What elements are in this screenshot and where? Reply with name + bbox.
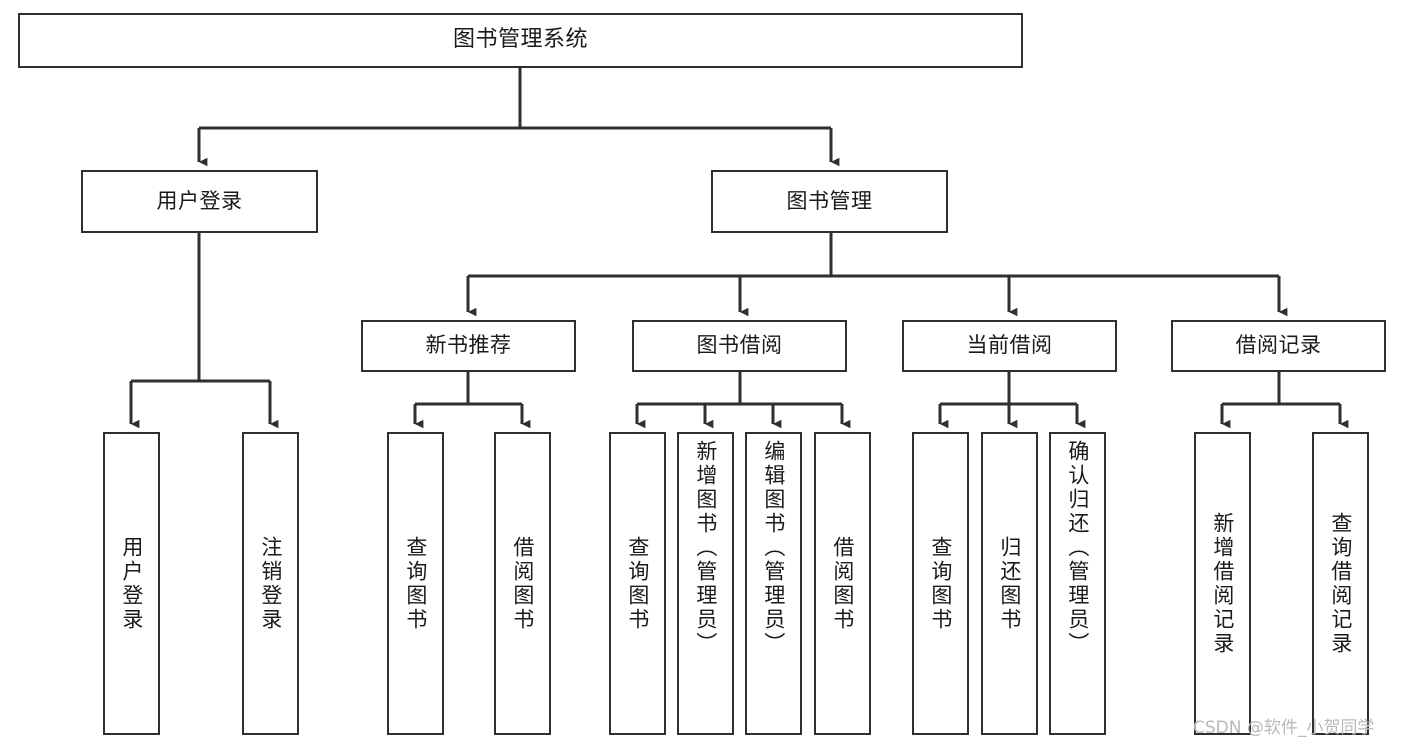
node-label: 用户登录 [156,188,243,213]
node-label: 归还图书 [997,535,1022,632]
node-new-book-recommend[interactable]: 新书推荐 [361,320,576,372]
node-label: 新书推荐 [425,333,512,358]
node-leaf-return-book[interactable]: 归还图书 [981,432,1038,735]
node-leaf-query-book-3[interactable]: 查询图书 [912,432,969,735]
node-leaf-query-book-1[interactable]: 查询图书 [387,432,444,735]
node-label: 查询图书 [625,535,650,632]
node-current-borrow[interactable]: 当前借阅 [902,320,1117,372]
node-borrow-record[interactable]: 借阅记录 [1171,320,1386,372]
node-label: 确认归还（管理员） [1065,440,1090,656]
node-book-borrow[interactable]: 图书借阅 [632,320,847,372]
node-label: 新增图书（管理员） [693,440,718,656]
node-label: 借阅图书 [510,535,535,632]
node-leaf-query-book-2[interactable]: 查询图书 [609,432,666,735]
node-leaf-query-record[interactable]: 查询借阅记录 [1312,432,1369,735]
node-label: 图书借阅 [696,333,783,358]
node-label: 当前借阅 [966,333,1053,358]
node-label: 查询图书 [928,535,953,632]
node-label: 查询图书 [403,535,428,632]
node-leaf-user-login[interactable]: 用户登录 [103,432,160,735]
node-leaf-borrow-book-2[interactable]: 借阅图书 [814,432,871,735]
node-label: 注销登录 [258,535,283,632]
node-label: 图书管理 [786,188,873,213]
node-leaf-edit-book[interactable]: 编辑图书（管理员） [745,432,802,735]
node-label: 借阅图书 [830,535,855,632]
node-label: 借阅记录 [1235,333,1322,358]
node-label: 查询借阅记录 [1328,511,1353,656]
node-label: 用户登录 [119,535,144,632]
node-leaf-confirm-return[interactable]: 确认归还（管理员） [1049,432,1106,735]
node-leaf-borrow-book-1[interactable]: 借阅图书 [494,432,551,735]
node-root-system[interactable]: 图书管理系统 [18,13,1023,68]
node-label: 图书管理系统 [452,27,588,53]
node-user-login[interactable]: 用户登录 [81,170,318,233]
node-label: 编辑图书（管理员） [761,440,786,656]
node-leaf-logout[interactable]: 注销登录 [242,432,299,735]
node-leaf-add-book[interactable]: 新增图书（管理员） [677,432,734,735]
node-book-manage[interactable]: 图书管理 [711,170,948,233]
node-label: 新增借阅记录 [1210,511,1235,656]
node-leaf-add-record[interactable]: 新增借阅记录 [1194,432,1251,735]
